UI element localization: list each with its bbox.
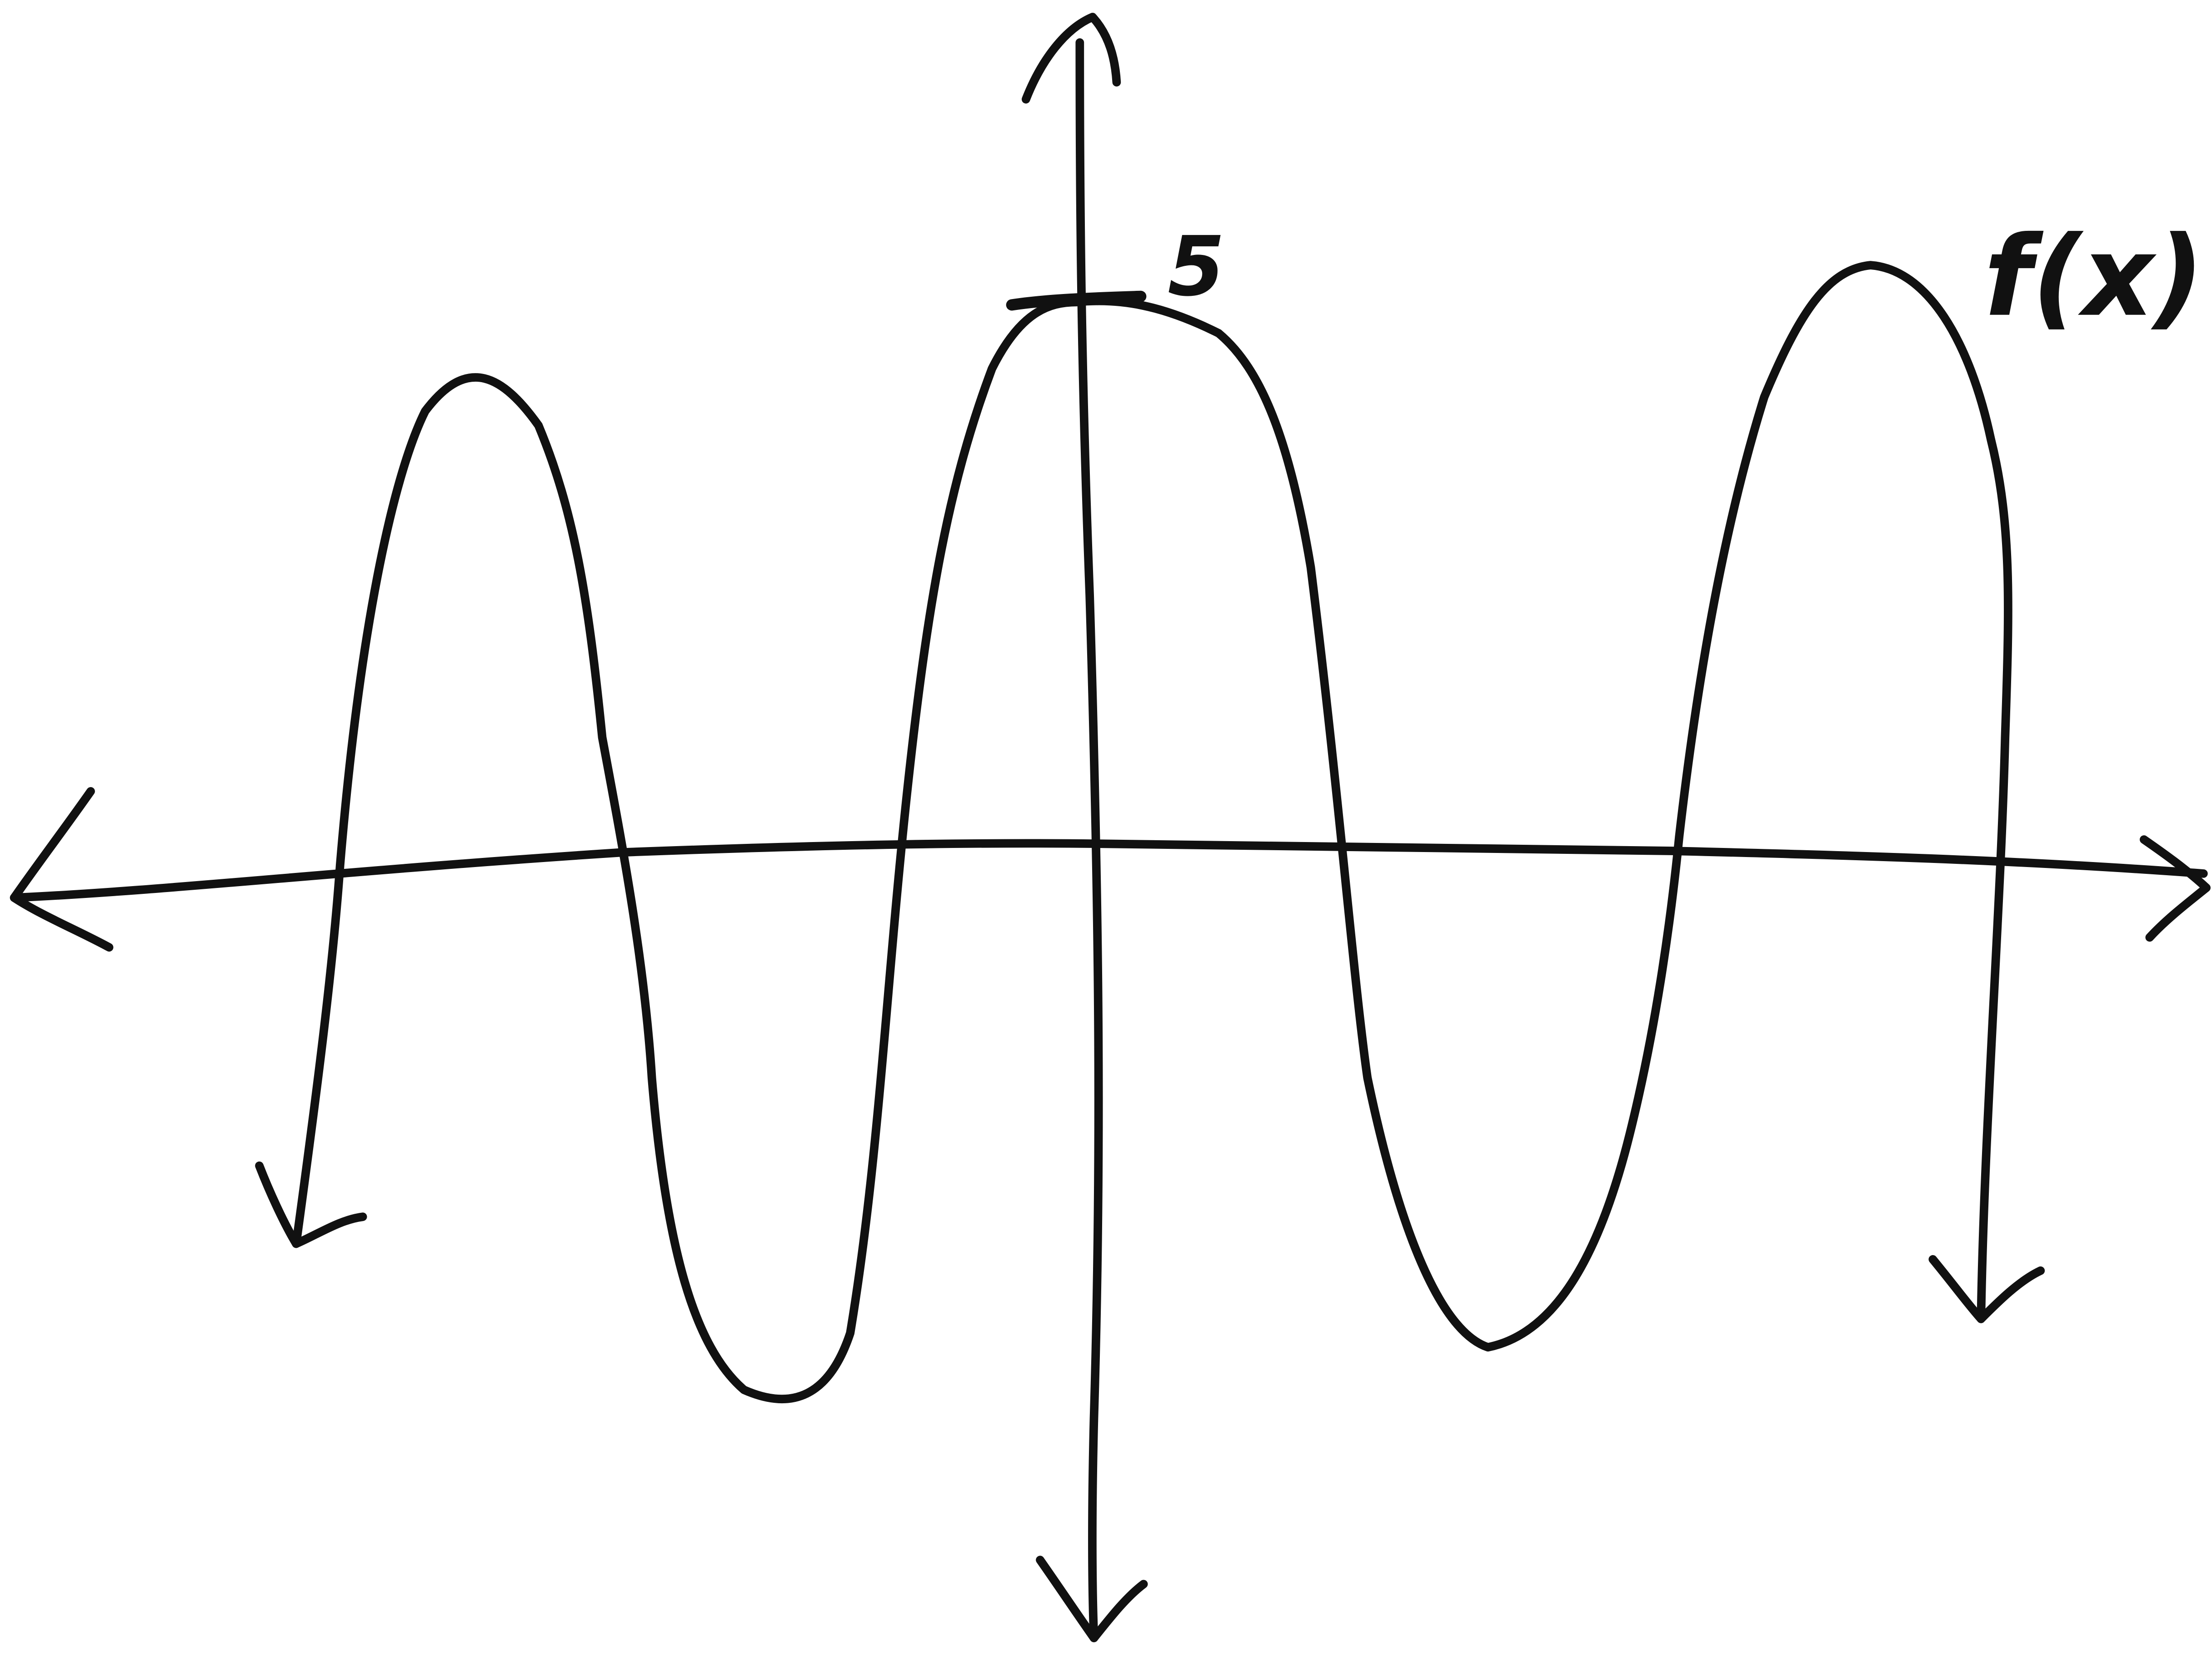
function-label: f(x) bbox=[1984, 213, 2204, 341]
y-axis-top-arrowhead bbox=[1021, 13, 1121, 104]
function-curve bbox=[292, 261, 2012, 1403]
x-axis-left-arrowhead bbox=[10, 787, 114, 952]
y-tick-label: 5 bbox=[1168, 219, 1225, 314]
curve-right-arrowhead bbox=[1928, 1255, 2045, 1323]
x-axis-right-arrowhead bbox=[2139, 835, 2211, 942]
curve-left-arrowhead bbox=[255, 1161, 367, 1248]
x-axis-line bbox=[10, 839, 2208, 902]
y-axis-bottom-arrowhead bbox=[1036, 1555, 1148, 1642]
y-axis-line bbox=[1075, 38, 1103, 1642]
